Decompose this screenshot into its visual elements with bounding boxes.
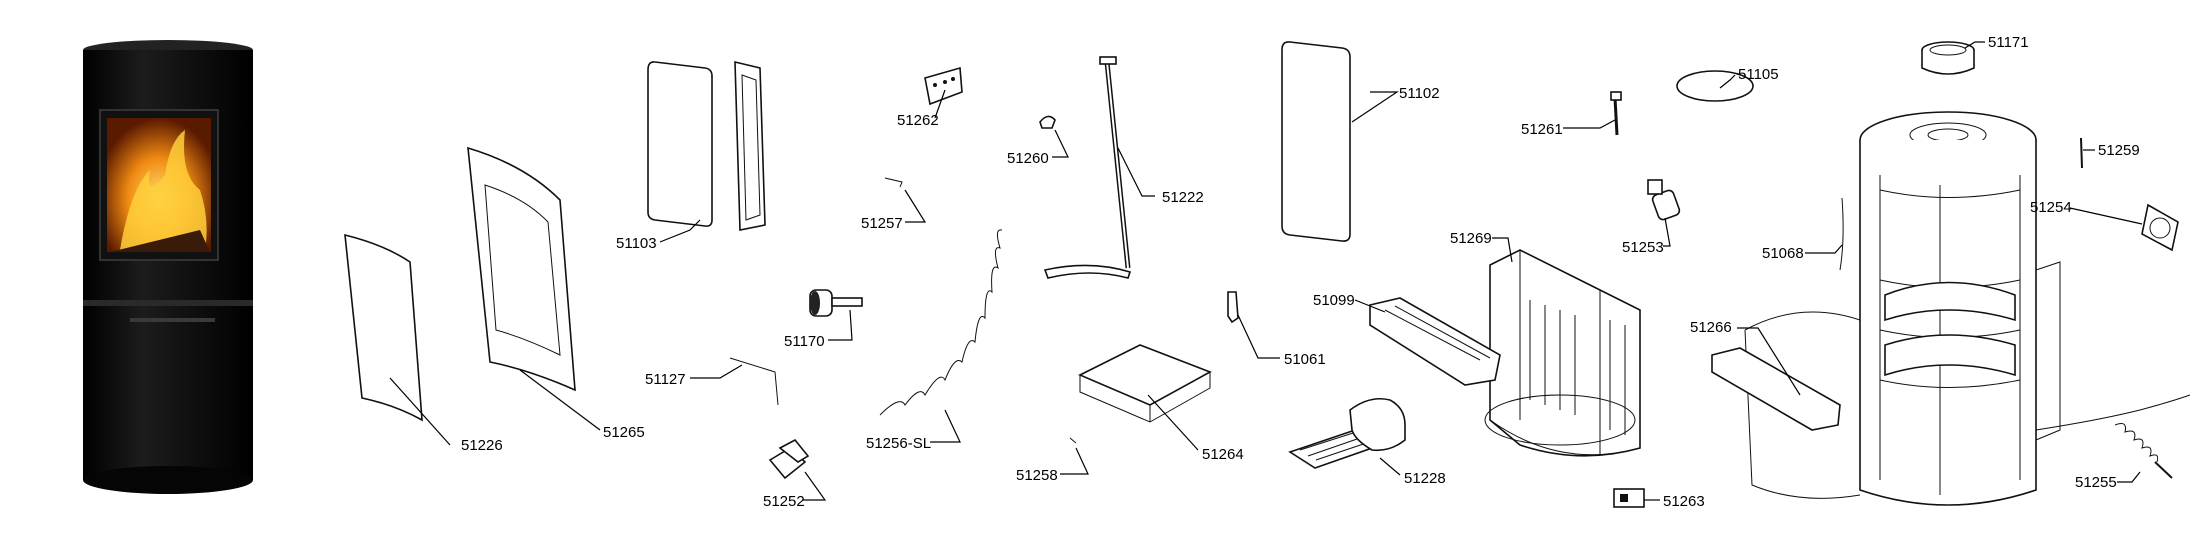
label-51256: 51256-SL xyxy=(866,435,931,452)
part-51099-shape xyxy=(1369,297,1501,386)
label-51127: 51127 xyxy=(645,371,686,388)
part-51259-shape xyxy=(2080,137,2083,169)
part-51068-shape xyxy=(1839,111,2061,506)
part-51171-shape xyxy=(1921,41,1975,75)
part-51263-shape xyxy=(1613,488,1645,508)
label-51102: 51102 xyxy=(1399,85,1440,102)
label-51259: 51259 xyxy=(2098,142,2140,159)
part-51262-shape xyxy=(924,66,963,106)
label-51228: 51228 xyxy=(1404,470,1446,487)
part-51266-shape xyxy=(1711,311,1861,499)
label-51262: 51262 xyxy=(897,112,939,129)
part-51269-shape xyxy=(1484,249,1641,457)
label-51105: 51105 xyxy=(1738,66,1779,83)
part-51255-shape xyxy=(2035,394,2191,479)
part-51252-shape xyxy=(768,438,810,480)
part-51102-shape xyxy=(1281,41,1351,242)
part-51261-shape xyxy=(1610,91,1622,136)
label-51099: 51099 xyxy=(1313,292,1355,309)
part-51258-shape xyxy=(1069,437,1077,444)
label-51171: 51171 xyxy=(1988,34,2029,51)
label-51254: 51254 xyxy=(2030,199,2072,216)
label-51260: 51260 xyxy=(1007,150,1049,167)
label-51261: 51261 xyxy=(1521,121,1563,138)
label-51266: 51266 xyxy=(1690,319,1732,336)
label-51255: 51255 xyxy=(2075,474,2117,491)
part-51103-shape xyxy=(647,60,766,231)
part-51264-shape xyxy=(1078,344,1212,423)
label-51258: 51258 xyxy=(1016,467,1058,484)
part-51257-shape xyxy=(884,177,903,188)
part-51253-shape xyxy=(1647,179,1681,221)
part-51061-shape xyxy=(1227,291,1239,324)
label-51263: 51263 xyxy=(1663,493,1705,510)
part-labels: 51226 51265 51103 51127 51170 51252 5126… xyxy=(461,34,2140,510)
label-51253: 51253 xyxy=(1622,239,1664,256)
label-51257: 51257 xyxy=(861,215,903,232)
part-51256-shape xyxy=(879,229,1003,416)
label-51269: 51269 xyxy=(1450,230,1492,247)
label-51252: 51252 xyxy=(763,493,805,510)
part-51222-shape xyxy=(1043,56,1132,279)
label-51103: 51103 xyxy=(616,235,657,252)
part-51254-shape xyxy=(2141,203,2179,252)
part-51105-shape xyxy=(1676,70,1754,102)
part-51127-shape xyxy=(729,357,779,406)
label-51068: 51068 xyxy=(1762,245,1804,262)
stove-photo xyxy=(83,40,253,494)
label-51265: 51265 xyxy=(603,424,645,441)
part-51170-shape xyxy=(809,289,863,317)
label-51264: 51264 xyxy=(1202,446,1244,463)
part-51228-shape xyxy=(1288,397,1406,469)
label-51226: 51226 xyxy=(461,437,503,454)
label-51061: 51061 xyxy=(1284,351,1326,368)
label-51222: 51222 xyxy=(1162,189,1204,206)
part-51226-shape xyxy=(344,233,423,422)
leader-lines xyxy=(389,41,2143,501)
label-51170: 51170 xyxy=(784,333,825,350)
part-51265-shape xyxy=(467,146,576,392)
part-51260-shape xyxy=(1039,115,1056,129)
